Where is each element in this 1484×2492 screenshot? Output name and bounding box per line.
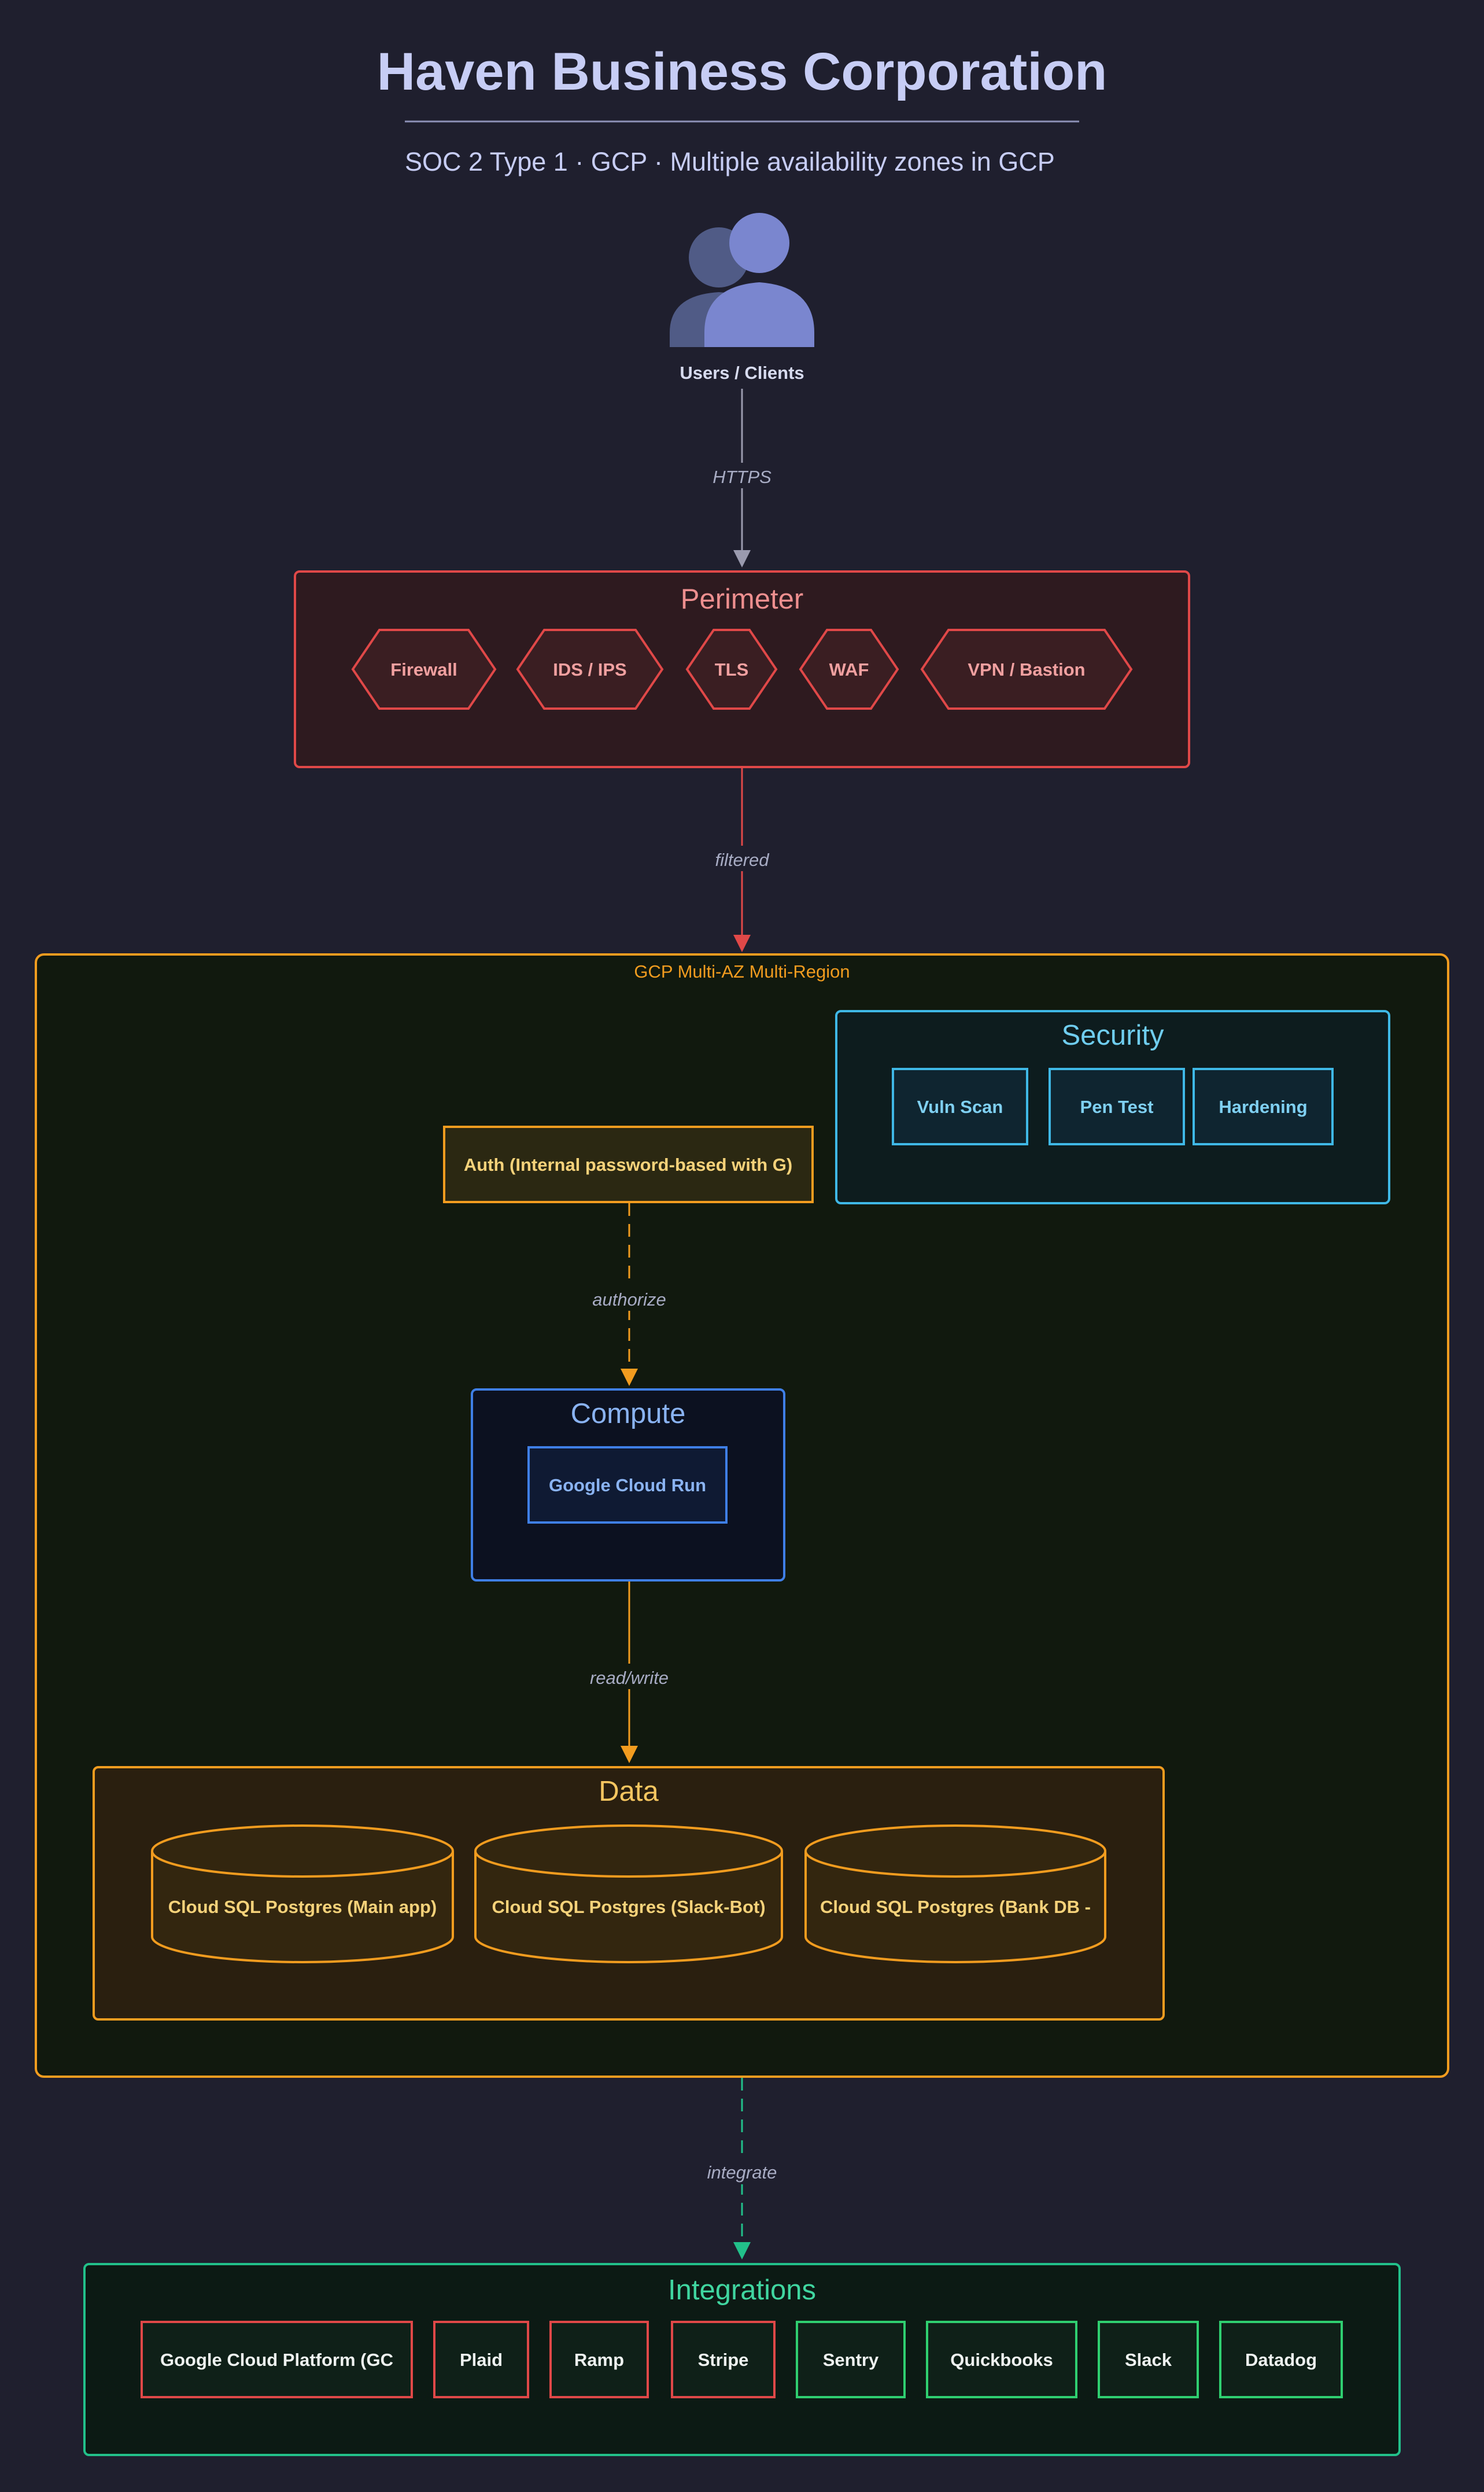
perimeter-node-ids-ips[interactable]: IDS / IPS — [516, 629, 664, 710]
database-label: Cloud SQL Postgres (Bank DB - — [820, 1897, 1091, 1917]
database-body — [474, 1851, 783, 1963]
database-label: Cloud SQL Postgres (Slack-Bot) — [492, 1897, 765, 1917]
database-top — [804, 1824, 1106, 1878]
database-label: Cloud SQL Postgres (Main app) — [168, 1897, 437, 1917]
integration-label: Quickbooks — [950, 2350, 1053, 2370]
edge-https-label: HTTPS — [713, 467, 771, 487]
integration-box — [549, 2321, 649, 2398]
users-icon — [670, 213, 814, 347]
integration-ramp[interactable]: Ramp — [549, 2321, 649, 2398]
compute-title: Compute — [571, 1398, 686, 1429]
database-body — [804, 1851, 1106, 1963]
edge-authorize-label-bg — [587, 1285, 671, 1311]
security-node-label: Hardening — [1219, 1097, 1307, 1117]
perimeter-node-shape — [920, 629, 1133, 710]
integration-sentry[interactable]: Sentry — [796, 2321, 906, 2398]
cloud-label: GCP Multi-AZ Multi-Region — [634, 961, 850, 982]
compute-node-label: Google Cloud Run — [549, 1475, 706, 1495]
integration-label: Stripe — [698, 2350, 749, 2370]
database-top — [474, 1824, 783, 1878]
integration-plaid[interactable]: Plaid — [433, 2321, 529, 2398]
perimeter-node-label: Firewall — [390, 659, 457, 680]
security-node-box — [1193, 1068, 1334, 1145]
security-node-box — [892, 1068, 1028, 1145]
security-node-box — [1049, 1068, 1185, 1145]
integration-box — [926, 2321, 1077, 2398]
perimeter-node-tls[interactable]: TLS — [685, 629, 778, 710]
auth-label: Auth (Internal password-based with G) — [464, 1155, 792, 1175]
users-label: Users / Clients — [680, 363, 804, 383]
database-top — [151, 1824, 454, 1878]
database-2[interactable]: Cloud SQL Postgres (Slack-Bot) — [474, 1824, 783, 1963]
page-subtitle: SOC 2 Type 1 · GCP · Multiple availabili… — [405, 147, 1055, 176]
security-node-pen-test[interactable]: Pen Test — [1049, 1068, 1185, 1145]
database-3[interactable]: Cloud SQL Postgres (Bank DB - — [804, 1824, 1106, 1963]
edge-read-write-label: read/write — [590, 1668, 669, 1688]
integration-box — [433, 2321, 529, 2398]
edge-read-write-label-bg — [585, 1664, 673, 1689]
integration-label: Slack — [1125, 2350, 1172, 2370]
security-node-hardening[interactable]: Hardening — [1193, 1068, 1334, 1145]
security-node-label: Vuln Scan — [917, 1097, 1003, 1117]
integrations-title: Integrations — [668, 2274, 816, 2306]
edge-integrate-label-bg — [702, 2159, 782, 2184]
integration-datadog[interactable]: Datadog — [1219, 2321, 1343, 2398]
perimeter-node-label: VPN / Bastion — [968, 659, 1085, 680]
database-1[interactable]: Cloud SQL Postgres (Main app) — [151, 1824, 454, 1963]
perimeter-node-shape — [516, 629, 664, 710]
security-title: Security — [1061, 1020, 1164, 1051]
auth-node[interactable] — [443, 1126, 814, 1203]
page-title: Haven Business Corporation — [377, 42, 1108, 101]
integration-label: Sentry — [823, 2350, 879, 2370]
perimeter-node-firewall[interactable]: Firewall — [351, 629, 497, 710]
edge-filtered-label-bg — [708, 846, 776, 871]
perimeter-node-shape — [351, 629, 497, 710]
perimeter-node-label: WAF — [829, 659, 869, 680]
perimeter-node-label: TLS — [715, 659, 749, 680]
integration-label: Datadog — [1245, 2350, 1317, 2370]
integration-box — [796, 2321, 906, 2398]
perimeter-node-label: IDS / IPS — [553, 659, 626, 680]
perimeter-node-vpn-bastion[interactable]: VPN / Bastion — [920, 629, 1133, 710]
edge-filtered-label: filtered — [715, 850, 770, 870]
perimeter-node-shape — [685, 629, 778, 710]
integration-label: Plaid — [460, 2350, 503, 2370]
compute-node-box — [527, 1446, 728, 1524]
integration-box — [1098, 2321, 1199, 2398]
data-title: Data — [599, 1776, 659, 1807]
integration-box — [1219, 2321, 1343, 2398]
integration-label: Ramp — [574, 2350, 624, 2370]
integration-google-cloud-platform-gc[interactable]: Google Cloud Platform (GC — [141, 2321, 413, 2398]
perimeter-node-waf[interactable]: WAF — [799, 629, 899, 710]
edge-authorize-label: authorize — [592, 1289, 666, 1310]
integration-box — [141, 2321, 413, 2398]
security-node-label: Pen Test — [1080, 1097, 1154, 1117]
integration-slack[interactable]: Slack — [1098, 2321, 1199, 2398]
integration-stripe[interactable]: Stripe — [671, 2321, 776, 2398]
perimeter-node-shape — [799, 629, 899, 710]
integration-label: Google Cloud Platform (GC — [160, 2350, 393, 2370]
integration-quickbooks[interactable]: Quickbooks — [926, 2321, 1077, 2398]
integration-box — [671, 2321, 776, 2398]
perimeter-title: Perimeter — [681, 584, 803, 615]
edge-integrate-label: integrate — [707, 2162, 777, 2183]
compute-node-google-cloud-run[interactable]: Google Cloud Run — [527, 1446, 728, 1524]
security-node-vuln-scan[interactable]: Vuln Scan — [892, 1068, 1028, 1145]
database-body — [151, 1851, 454, 1963]
edge-https-label-bg — [714, 463, 770, 488]
